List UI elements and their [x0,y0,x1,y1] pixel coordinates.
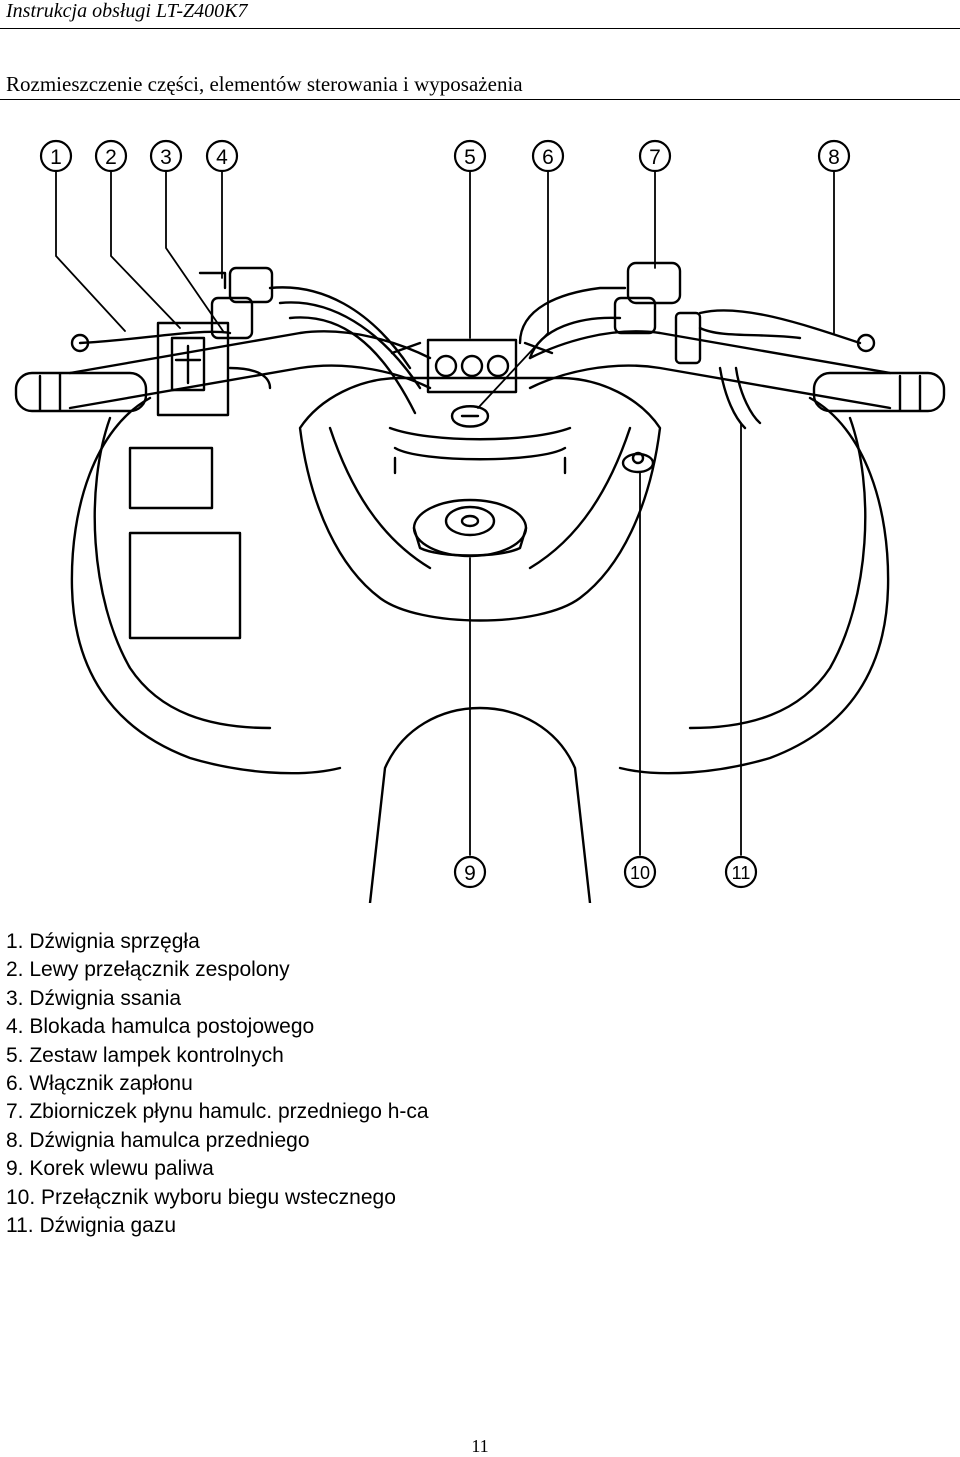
callout-1: 1 [39,139,73,173]
svg-text:3: 3 [160,146,172,169]
legend-item: 2. Lewy przełącznik zespolony [6,958,290,982]
callout-2: 2 [94,139,128,173]
legend-item: 10. Przełącznik wyboru biegu wstecznego [6,1185,396,1209]
callout-7: 7 [638,139,672,173]
legend-item: 1. Dźwignia sprzęgła [6,930,200,953]
fuel-cap [412,498,528,558]
svg-text:11: 11 [732,863,751,883]
svg-text:6: 6 [542,146,554,169]
callout-6: 6 [531,139,565,173]
reverse-switch [621,451,655,474]
callout-5: 5 [453,139,487,173]
right-controls [613,261,876,430]
legend-item: 7. Zbiorniczek płynu hamulc. przedniego … [6,1100,429,1124]
svg-text:8: 8 [828,146,840,169]
legend-item: 8. Dźwignia hamulca przedniego [6,1128,310,1152]
callout-4: 4 [205,139,239,173]
parts-legend: 1. Dźwignia sprzęgła 2. Lewy przełącznik… [6,928,429,1240]
svg-text:7: 7 [649,146,661,169]
svg-text:10: 10 [630,863,650,883]
legend-item: 4. Blokada hamulca postojowego [6,1015,315,1039]
atv-handlebar-diagram: 1 2 3 4 5 6 7 [0,128,960,905]
svg-text:1: 1 [50,146,62,169]
callout-9: 9 [453,855,487,889]
leader-lines [55,171,835,856]
callout-11: 11 [724,855,758,889]
callout-numbers: 1 2 3 4 5 6 7 [39,139,851,889]
body-panels [70,376,890,905]
ignition-switch [450,405,490,428]
legend-item: 9. Korek wlewu paliwa [6,1157,214,1181]
legend-item: 3. Dźwignia ssania [6,986,182,1010]
svg-text:5: 5 [464,146,476,169]
legend-item: 11. Dźwignia gazu [6,1214,177,1238]
section-title: Rozmieszczenie części, elementów sterowa… [6,72,523,96]
section-divider [0,99,960,100]
document-header: Instrukcja obsługi LT-Z400K7 [6,0,248,22]
callout-8: 8 [817,139,851,173]
svg-text:9: 9 [464,862,476,885]
callout-3: 3 [149,139,183,173]
legend-item: 5. Zestaw lampek kontrolnych [6,1043,284,1067]
svg-text:4: 4 [216,146,228,169]
cables [268,286,627,415]
legend-item: 6. Włącznik zapłonu [6,1072,193,1096]
handlebar [14,330,946,413]
callout-10: 10 [623,855,657,889]
left-controls [70,266,274,417]
header-divider [0,28,960,29]
page-number: 11 [471,1436,489,1456]
svg-text:2: 2 [105,146,117,169]
